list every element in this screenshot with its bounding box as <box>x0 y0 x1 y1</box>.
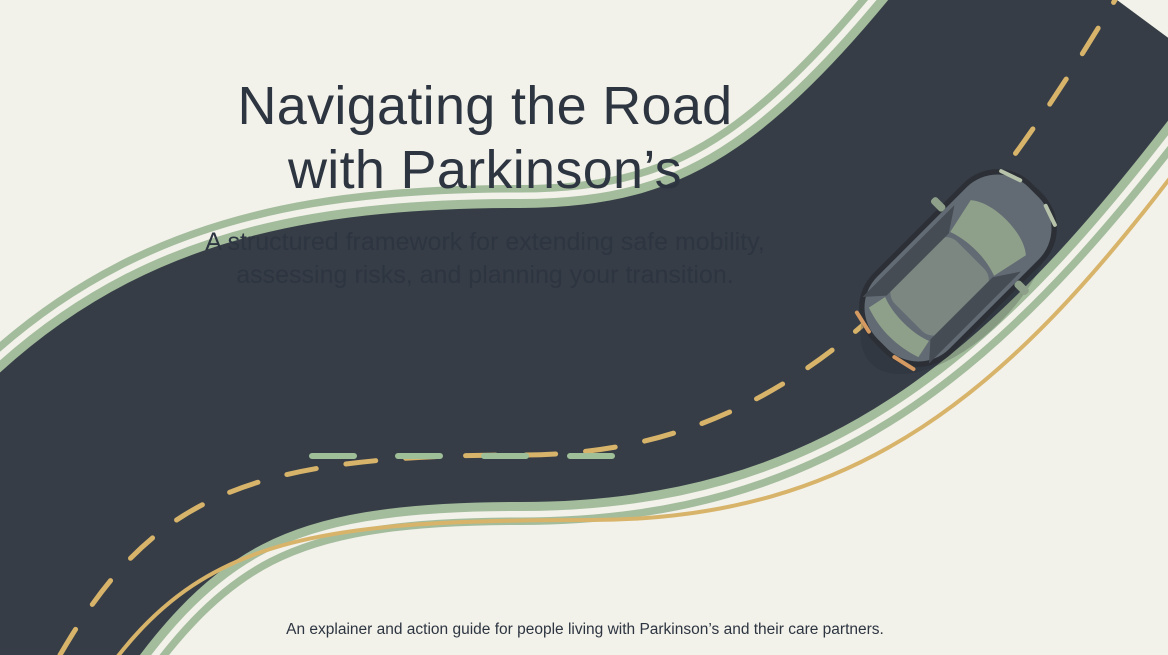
slide-title-line-1: Navigating the Road <box>237 76 733 136</box>
car-icon <box>854 169 1057 375</box>
slide-subtitle: A structured framework for extending saf… <box>160 226 810 292</box>
slide-subtitle-line-1: A structured framework for extending saf… <box>205 228 765 256</box>
slide-title-line-2: with Parkinson’s <box>288 140 682 200</box>
road-gold-edge-line <box>116 177 1168 655</box>
slide-title: Navigating the Road with Parkinson’s <box>180 74 790 202</box>
slide-subtitle-line-2: assessing risks, and planning your trans… <box>236 261 734 289</box>
slide-footer-note: An explainer and action guide for people… <box>286 621 884 638</box>
